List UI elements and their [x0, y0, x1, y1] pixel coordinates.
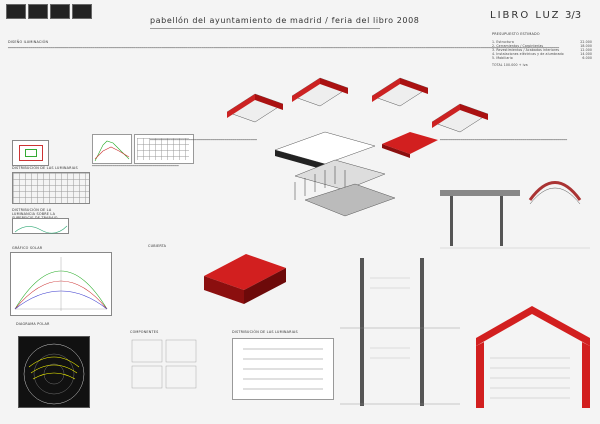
luminaire-plan — [12, 140, 49, 166]
polar-diagram — [18, 336, 90, 408]
section-title-budget: PRESUPUESTO ESTIMADO — [492, 32, 540, 36]
render-pavilion-2 — [290, 72, 350, 112]
caption-diag: DIAGRAMA POLAR — [16, 322, 50, 326]
section-distribution-plan — [232, 338, 334, 400]
light-charts: ━━━━━━━━━━━━━━━━━━━━━━━━━━━━━━━━━━━━━━━━… — [92, 134, 194, 192]
components-sketches — [130, 338, 210, 393]
title-rule — [150, 28, 380, 29]
thumbnail — [72, 4, 92, 19]
thumbnail — [28, 4, 48, 19]
page-number: 3/3 — [565, 10, 582, 21]
caption-red-roof: CUBIERTA — [148, 244, 167, 248]
red-module-axonometric — [200, 248, 290, 308]
lighting-text: ━━━━━━━━━━━━━━━━━━━━━━━━━━━━━━━━━━━━━━━━… — [8, 46, 560, 50]
red-roof-piece — [380, 130, 440, 160]
render-pavilion-4 — [430, 100, 490, 135]
red-section-perspective — [470, 298, 595, 410]
thumbnail — [50, 4, 70, 19]
luminance-grid-chart — [12, 172, 90, 204]
section-title-lighting: DISEÑO ILUMINACIÓN — [8, 40, 49, 44]
surface-plot — [12, 218, 69, 234]
header-thumbnails — [6, 4, 96, 20]
render-pavilion-1 — [225, 90, 285, 125]
budget-row: 4. Instalaciones eléctricas y de alumbra… — [492, 52, 592, 56]
caption-solar: GRÁFICO SOLAR — [12, 246, 43, 250]
board-title: LIBRO LUZ — [490, 10, 561, 21]
caption-components: COMPONENTES — [130, 330, 159, 334]
render-pavilion-3 — [370, 72, 430, 112]
caption-section-dist: DISTRIBUCIÓN DE LAS LUMINARIAS — [232, 330, 298, 334]
construction-details — [440, 160, 590, 250]
thumbnail — [6, 4, 26, 19]
ceiling-text: ━━━━━━━━━━━━━━━━━━━━━━━━━━━━━━━━━━━━━━━━… — [150, 138, 258, 142]
exploded-axonometric — [265, 130, 405, 225]
structure-text: ━━━━━━━━━━━━━━━━━━━━━━━━━━━━━━━━━━━━━━━━… — [440, 138, 568, 142]
wall-section-details — [340, 258, 460, 408]
caption-dist-lum: DISTRIBUCIÓN DE LAS LUMINARIAS — [12, 166, 78, 170]
page-title: pabellón del ayuntamiento de madrid / fe… — [150, 16, 420, 25]
budget-total: TOTAL 100.000 + iva — [492, 63, 528, 67]
solar-chart — [10, 252, 112, 316]
